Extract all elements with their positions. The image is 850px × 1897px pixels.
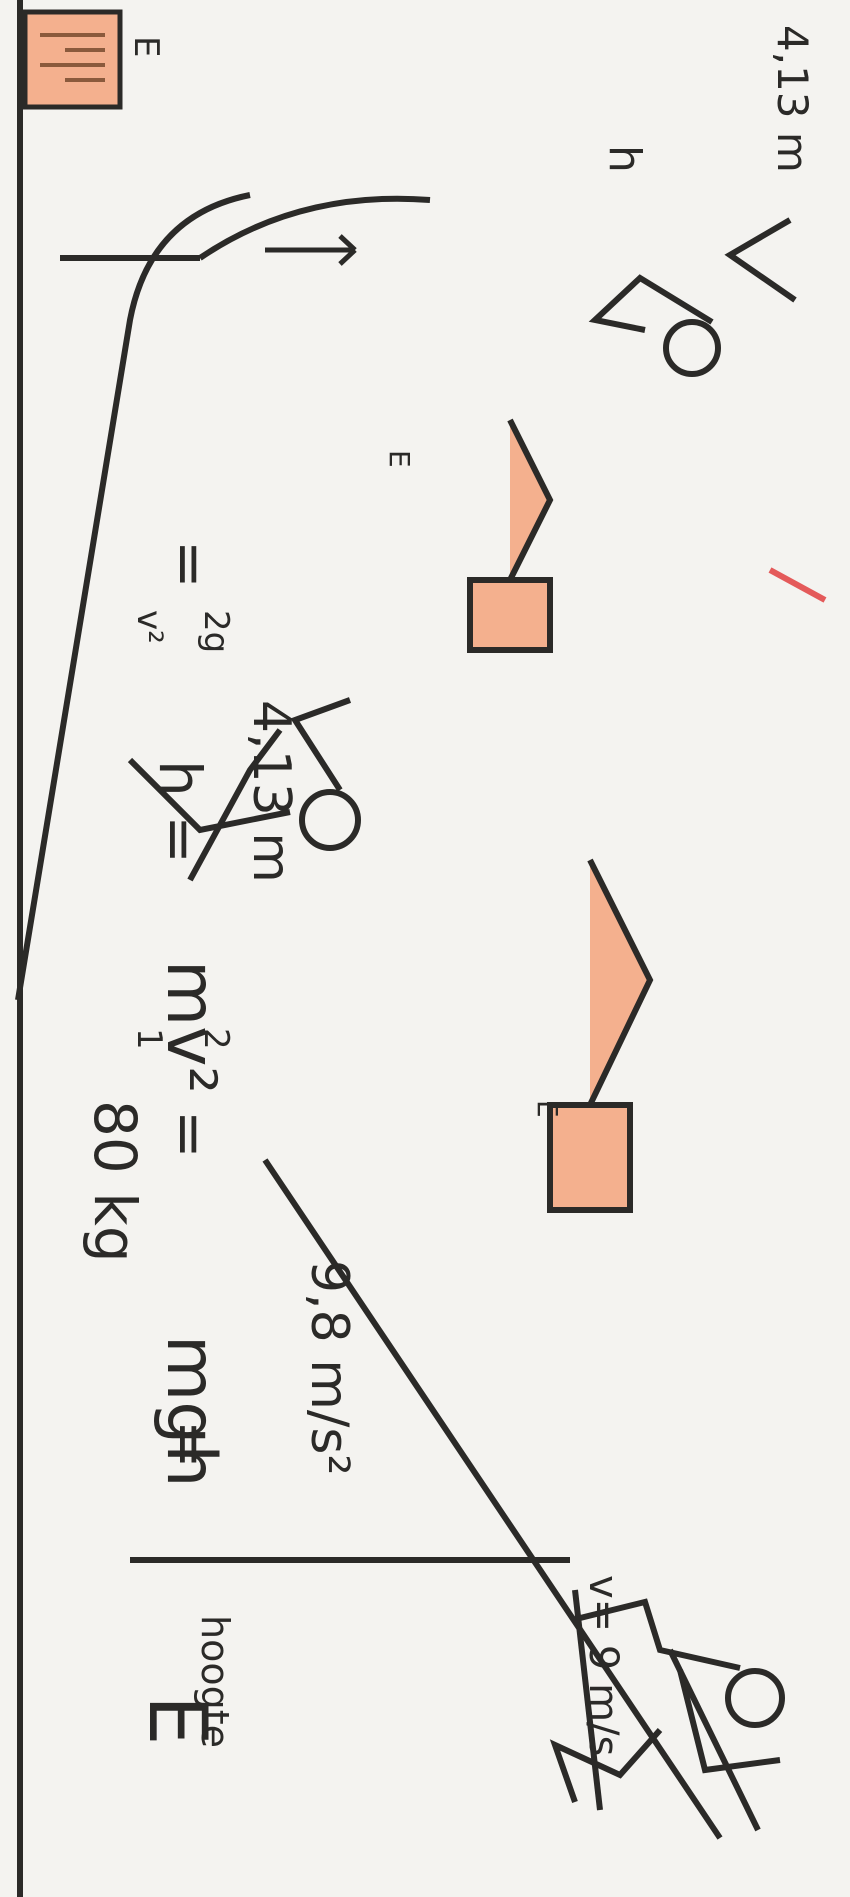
middle-energy-arrow [547,858,654,1213]
mgh-expression: mgh [151,1335,230,1488]
top-arrow-letter: E [383,450,416,468]
skier-leg [549,1728,663,1803]
height-formula-denominator: 2g [196,610,236,653]
skier-arm [677,1669,781,1774]
mid-jumper-body [290,697,352,792]
skier-ski-lower [572,1589,603,1811]
height-formula-numerator: v² [129,610,169,644]
tower-ramp [198,195,431,261]
height-arrow-head [338,234,357,266]
rotated-whiteboard-content [15,0,827,1897]
mid-jumper-head [299,789,361,851]
top-jumper-head [663,319,721,377]
energy-symbol: E [131,1695,224,1746]
top-energy-arrow [467,418,554,653]
gravity-value: 9,8 m/s² [299,1260,359,1475]
half-numerator: 1 [129,1028,169,1050]
mid-jumper-leg [127,757,291,834]
skier-ski-upper [667,1648,761,1832]
middle-arrow-letter: E [531,1100,564,1118]
red-cross-mark [768,567,827,603]
launch-ramp-line [262,1158,723,1840]
formula-layer: 80 kg E hoogte = mgh = 1 2 mv² 9,8 m/s² … [81,25,817,1756]
mass-label: 80 kg [81,1100,149,1263]
speed-label: v= 9 m/s [580,1575,626,1756]
equals-sign-second: = [156,1110,224,1159]
height-formula-equals: = [156,540,224,589]
height-symbol-text: h [599,145,650,173]
energy-card-scale [40,33,105,82]
energy-subscript: hoogte [193,1615,237,1748]
mid-jumper-arm [187,728,283,882]
skier-body-upper [571,1598,741,1671]
half-denominator: 2 [196,1028,236,1050]
flight-arc [15,192,251,1001]
equals-sign: = [156,1420,224,1469]
top-jumper-body [588,274,714,333]
card-letter: E [126,36,166,57]
kinetic-expression: mv² [151,960,230,1094]
skier-head [725,1668,785,1728]
height-result: 4,13 m [241,700,301,883]
height-formula-lhs: h = [146,760,214,864]
height-marker-text: 4,13 m [768,25,817,173]
top-jumper-arms [724,217,797,303]
energy-card [22,9,123,110]
